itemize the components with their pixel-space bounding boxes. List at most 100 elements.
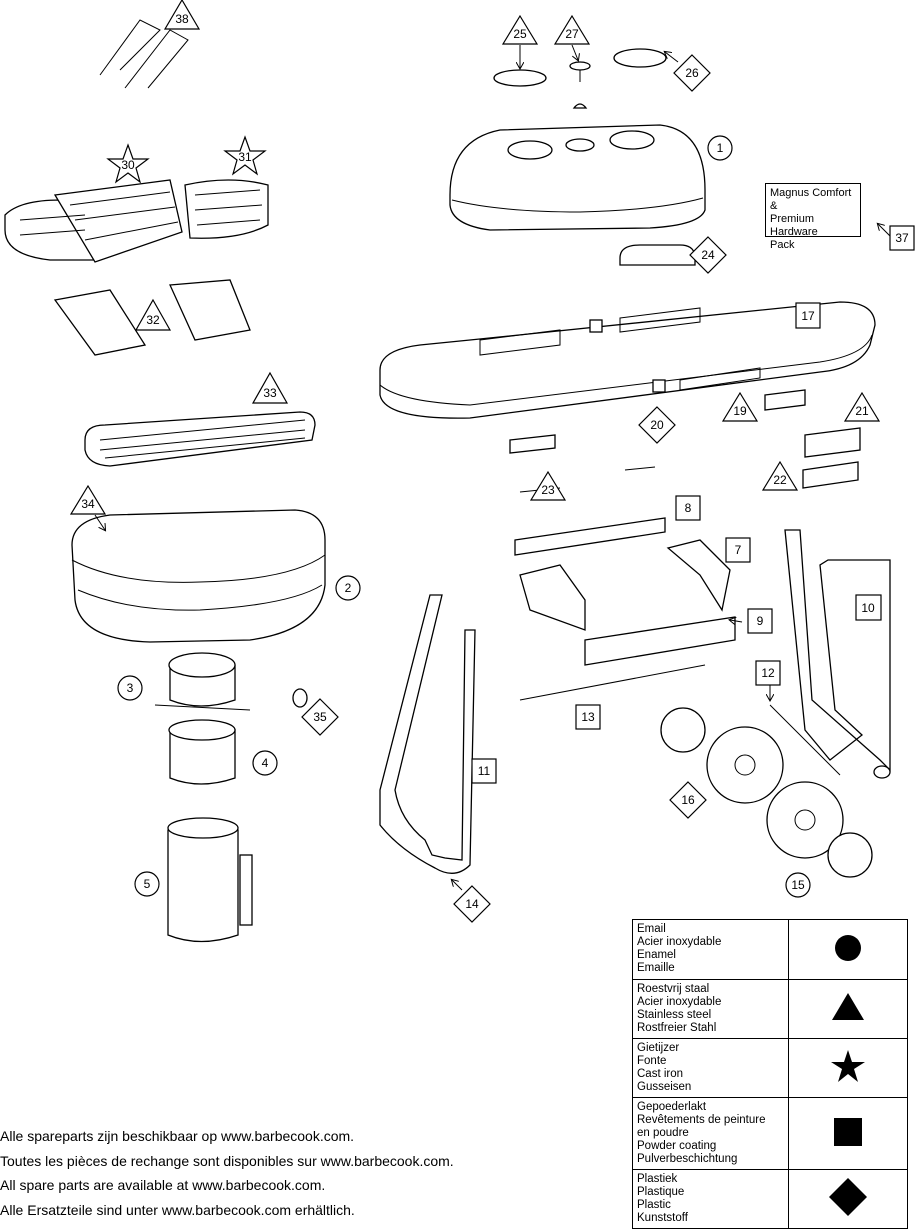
svg-text:3: 3 [127, 681, 134, 695]
part-label-24: 24 [689, 236, 727, 274]
part-2-bowl [71, 509, 326, 643]
part-32-charcoal-baskets [53, 279, 251, 356]
svg-text:4: 4 [262, 756, 269, 770]
svg-text:37: 37 [895, 231, 909, 245]
legend-text: Stainless steel [637, 1009, 712, 1021]
svg-text:21: 21 [855, 404, 869, 418]
svg-text:20: 20 [650, 418, 664, 432]
part-label-12: 12 [755, 660, 781, 686]
hardware-pack-label: Magnus Comfort & Premium Hardware Pack [765, 183, 861, 251]
svg-text:11: 11 [478, 764, 491, 778]
part-label-27: 27 [553, 14, 591, 45]
part-label-14: 14 [453, 885, 491, 923]
part-label-23: 23 [529, 470, 567, 501]
part-label-38: 38 [163, 0, 201, 30]
part-label-35: 35 [301, 698, 339, 736]
svg-text:13: 13 [581, 710, 595, 724]
part-label-19: 19 [721, 391, 759, 422]
hardware-pack-line: Premium Hardware [770, 213, 818, 238]
svg-text:32: 32 [146, 313, 160, 327]
legend-text: Enamel [637, 949, 676, 961]
svg-text:33: 33 [263, 386, 277, 400]
part-label-15: 15 [785, 872, 811, 898]
part-15-16-wheels [660, 707, 873, 878]
part-label-1: 1 [707, 135, 733, 161]
legend-text: Gietijzer [637, 1042, 680, 1054]
svg-text:5: 5 [144, 877, 151, 891]
part-label-34: 34 [69, 484, 107, 515]
legend-text: Kunststoff [637, 1212, 688, 1224]
legend-text: Roestvrij staal [637, 983, 710, 995]
part-label-26: 26 [673, 54, 711, 92]
square-icon [834, 1117, 862, 1146]
part-label-5: 5 [134, 871, 160, 897]
triangle-icon [832, 993, 864, 1020]
svg-text:17: 17 [801, 309, 815, 323]
part-11-leg [379, 594, 476, 874]
svg-text:34: 34 [81, 497, 95, 511]
part-label-3: 3 [117, 675, 143, 701]
legend-text: Acier inoxydable [637, 936, 722, 948]
part-17-shelf [379, 301, 876, 419]
legend-text: Plastiek [637, 1173, 678, 1185]
part-label-33: 33 [251, 371, 289, 404]
legend-text: Cast iron [637, 1068, 684, 1080]
leader-arrows [94, 44, 891, 891]
legend-text: Email [637, 923, 666, 935]
part-label-21: 21 [843, 391, 881, 422]
part-label-30: 30 [106, 143, 150, 184]
hardware-pack-line: Pack [770, 239, 795, 251]
part-3-charcoal-holder [154, 652, 251, 711]
svg-text:14: 14 [465, 897, 479, 911]
part-label-10: 10 [855, 594, 882, 621]
part-label-9: 9 [747, 608, 773, 634]
svg-text:8: 8 [685, 501, 692, 515]
legend-text: en poudre [637, 1127, 689, 1139]
part-1-lid [449, 124, 706, 231]
notice-de: Alle Ersatzteile sind unter www.barbecoo… [0, 1201, 355, 1218]
svg-text:24: 24 [701, 248, 715, 262]
part-label-20: 20 [638, 406, 676, 444]
legend-text: Fonte [637, 1055, 667, 1067]
svg-text:38: 38 [175, 12, 189, 26]
svg-text:1: 1 [717, 141, 724, 155]
part-30-31-grids [4, 179, 269, 263]
notice-nl: Alle spareparts zijn beschikbaar op www.… [0, 1128, 355, 1144]
part-10-leg [784, 529, 891, 779]
svg-text:23: 23 [541, 483, 555, 497]
part-19-20-21-22-23-brackets [509, 319, 861, 493]
hardware-pack-line: Magnus Comfort & [770, 187, 852, 212]
svg-text:9: 9 [757, 614, 764, 628]
part-label-31: 31 [223, 135, 267, 176]
svg-text:12: 12 [761, 666, 775, 680]
svg-text:35: 35 [313, 710, 327, 724]
part-label-4: 4 [252, 750, 278, 776]
part-label-16: 16 [669, 781, 707, 819]
part-24-handle [619, 244, 696, 266]
svg-text:26: 26 [685, 66, 699, 80]
svg-text:27: 27 [565, 27, 579, 41]
part-label-8: 8 [675, 495, 701, 521]
part-33-charcoal-grid [84, 411, 316, 467]
part-12-axle [769, 704, 841, 776]
svg-text:2: 2 [345, 581, 352, 595]
diamond-icon [829, 1178, 867, 1216]
part-label-25: 25 [501, 14, 539, 45]
part-5-chimney-starter [167, 817, 253, 943]
svg-text:25: 25 [513, 27, 527, 41]
svg-text:31: 31 [238, 150, 252, 164]
legend-text: Emaille [637, 962, 675, 974]
part-label-7: 7 [725, 537, 751, 563]
part-label-11: 11 [471, 758, 497, 784]
legend-text: Plastic [637, 1199, 671, 1211]
legend-text: Powder coating [637, 1140, 717, 1152]
svg-text:30: 30 [121, 158, 135, 172]
svg-text:19: 19 [733, 404, 747, 418]
part-38-tongs [99, 19, 189, 89]
legend-text: Gusseisen [637, 1081, 692, 1093]
